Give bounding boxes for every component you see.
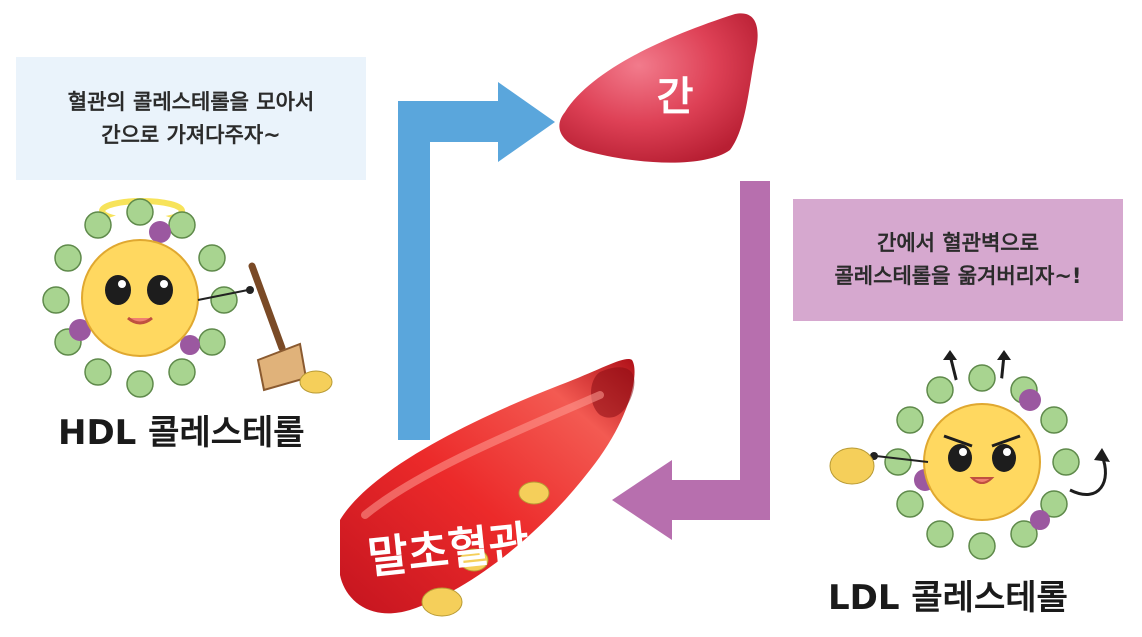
hdl-particle — [42, 198, 333, 398]
ldl-caption: LDL 콜레스테롤 — [828, 578, 1068, 618]
ldl-transport-arrow — [612, 181, 770, 540]
ldl-speech-box: 간에서 혈관벽으로 콜레스테롤을 옮겨버리자~! — [793, 199, 1123, 321]
hdl-speech-text: 혈관의 콜레스테롤을 모아서 간으로 가져다주자~ — [67, 89, 315, 147]
ldl-particle — [829, 350, 1110, 560]
liver-organ — [559, 13, 758, 163]
peripheral-vessel — [340, 359, 635, 617]
ldl-speech-text: 간에서 혈관벽으로 콜레스테롤을 옮겨버리자~! — [834, 231, 1082, 288]
liver-label: 간 — [657, 74, 694, 120]
hdl-transport-arrow — [398, 82, 555, 440]
hdl-speech-box: 혈관의 콜레스테롤을 모아서 간으로 가져다주자~ — [16, 57, 366, 180]
hdl-caption: HDL 콜레스테롤 — [58, 413, 305, 453]
